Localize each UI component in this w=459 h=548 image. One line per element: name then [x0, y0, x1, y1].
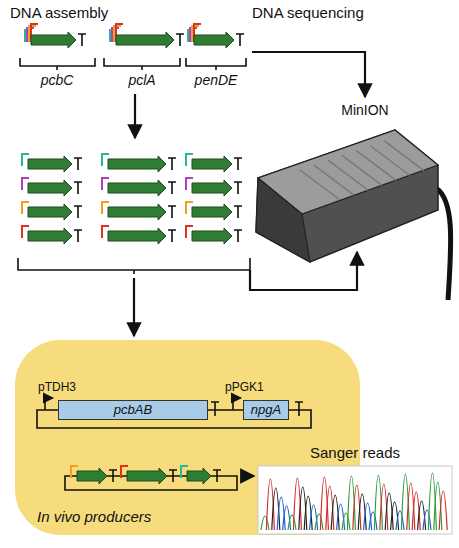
gene-arrow	[108, 180, 166, 196]
gene-cassette	[71, 466, 221, 484]
gene-name: pclA	[128, 72, 155, 89]
gene-arrow	[127, 468, 167, 484]
chromatogram-panel: Sanger reads	[255, 444, 455, 536]
terminator-symbol	[234, 158, 242, 170]
gene-name: pcbC	[41, 72, 74, 89]
node-label: MinION	[330, 102, 400, 119]
terminator-symbol	[211, 402, 219, 416]
gene-arrow	[187, 468, 211, 484]
gene-cassette	[22, 24, 244, 244]
terminator-symbol	[168, 182, 176, 194]
gene-arrow	[28, 156, 72, 172]
gene-arrow	[28, 204, 72, 220]
node-label: Sanger reads	[255, 444, 455, 462]
gene-arrow	[108, 156, 166, 172]
terminator-symbol	[176, 34, 184, 46]
promoter-arrow	[233, 398, 241, 410]
gene-box: npgA	[243, 400, 289, 420]
terminator-symbol	[234, 206, 242, 218]
gene-arrow	[31, 32, 76, 48]
device-label: MinION	[255, 100, 455, 265]
terminator-symbol	[234, 182, 242, 194]
terminator-symbol	[234, 230, 242, 242]
terminator-symbol	[168, 206, 176, 218]
gene-arrow	[192, 228, 232, 244]
promoter-name: pPGK1	[225, 380, 264, 394]
terminator-symbol	[78, 34, 86, 46]
gene-arrow	[192, 204, 232, 220]
gene-arrow	[28, 228, 72, 244]
gene-arrow	[192, 156, 232, 172]
step-heading: DNA sequencing	[252, 4, 364, 22]
promoter-arrow	[45, 398, 53, 410]
terminator-symbol	[74, 158, 82, 170]
terminator-symbol	[109, 470, 117, 482]
bracket	[18, 58, 250, 274]
terminator-symbol	[236, 34, 244, 46]
gene-arrow	[194, 32, 234, 48]
gene-arrow	[108, 204, 166, 220]
terminator-symbol	[74, 182, 82, 194]
gene-arrow	[28, 180, 72, 196]
terminator-symbol	[74, 206, 82, 218]
promoter-name: pTDH3	[38, 380, 76, 394]
gene-arrow	[116, 32, 174, 48]
gene-box: pcbAB	[58, 400, 208, 420]
gene-arrow	[77, 468, 107, 484]
node-label: In vivo producers	[37, 508, 151, 526]
gene-name: penDE	[195, 72, 238, 89]
terminator-symbol	[295, 402, 303, 416]
terminator-symbol	[168, 230, 176, 242]
gene-name: npgA	[251, 402, 281, 418]
gene-arrow	[108, 228, 166, 244]
gene-arrow	[192, 180, 232, 196]
step-heading: DNA assembly	[10, 4, 108, 22]
minion-device	[256, 130, 451, 300]
gene-name: pcbAB	[114, 402, 152, 418]
terminator-symbol	[74, 230, 82, 242]
terminator-symbol	[169, 470, 177, 482]
flow-arrow	[241, 475, 254, 477]
terminator-symbol	[168, 158, 176, 170]
terminator-symbol	[213, 470, 221, 482]
